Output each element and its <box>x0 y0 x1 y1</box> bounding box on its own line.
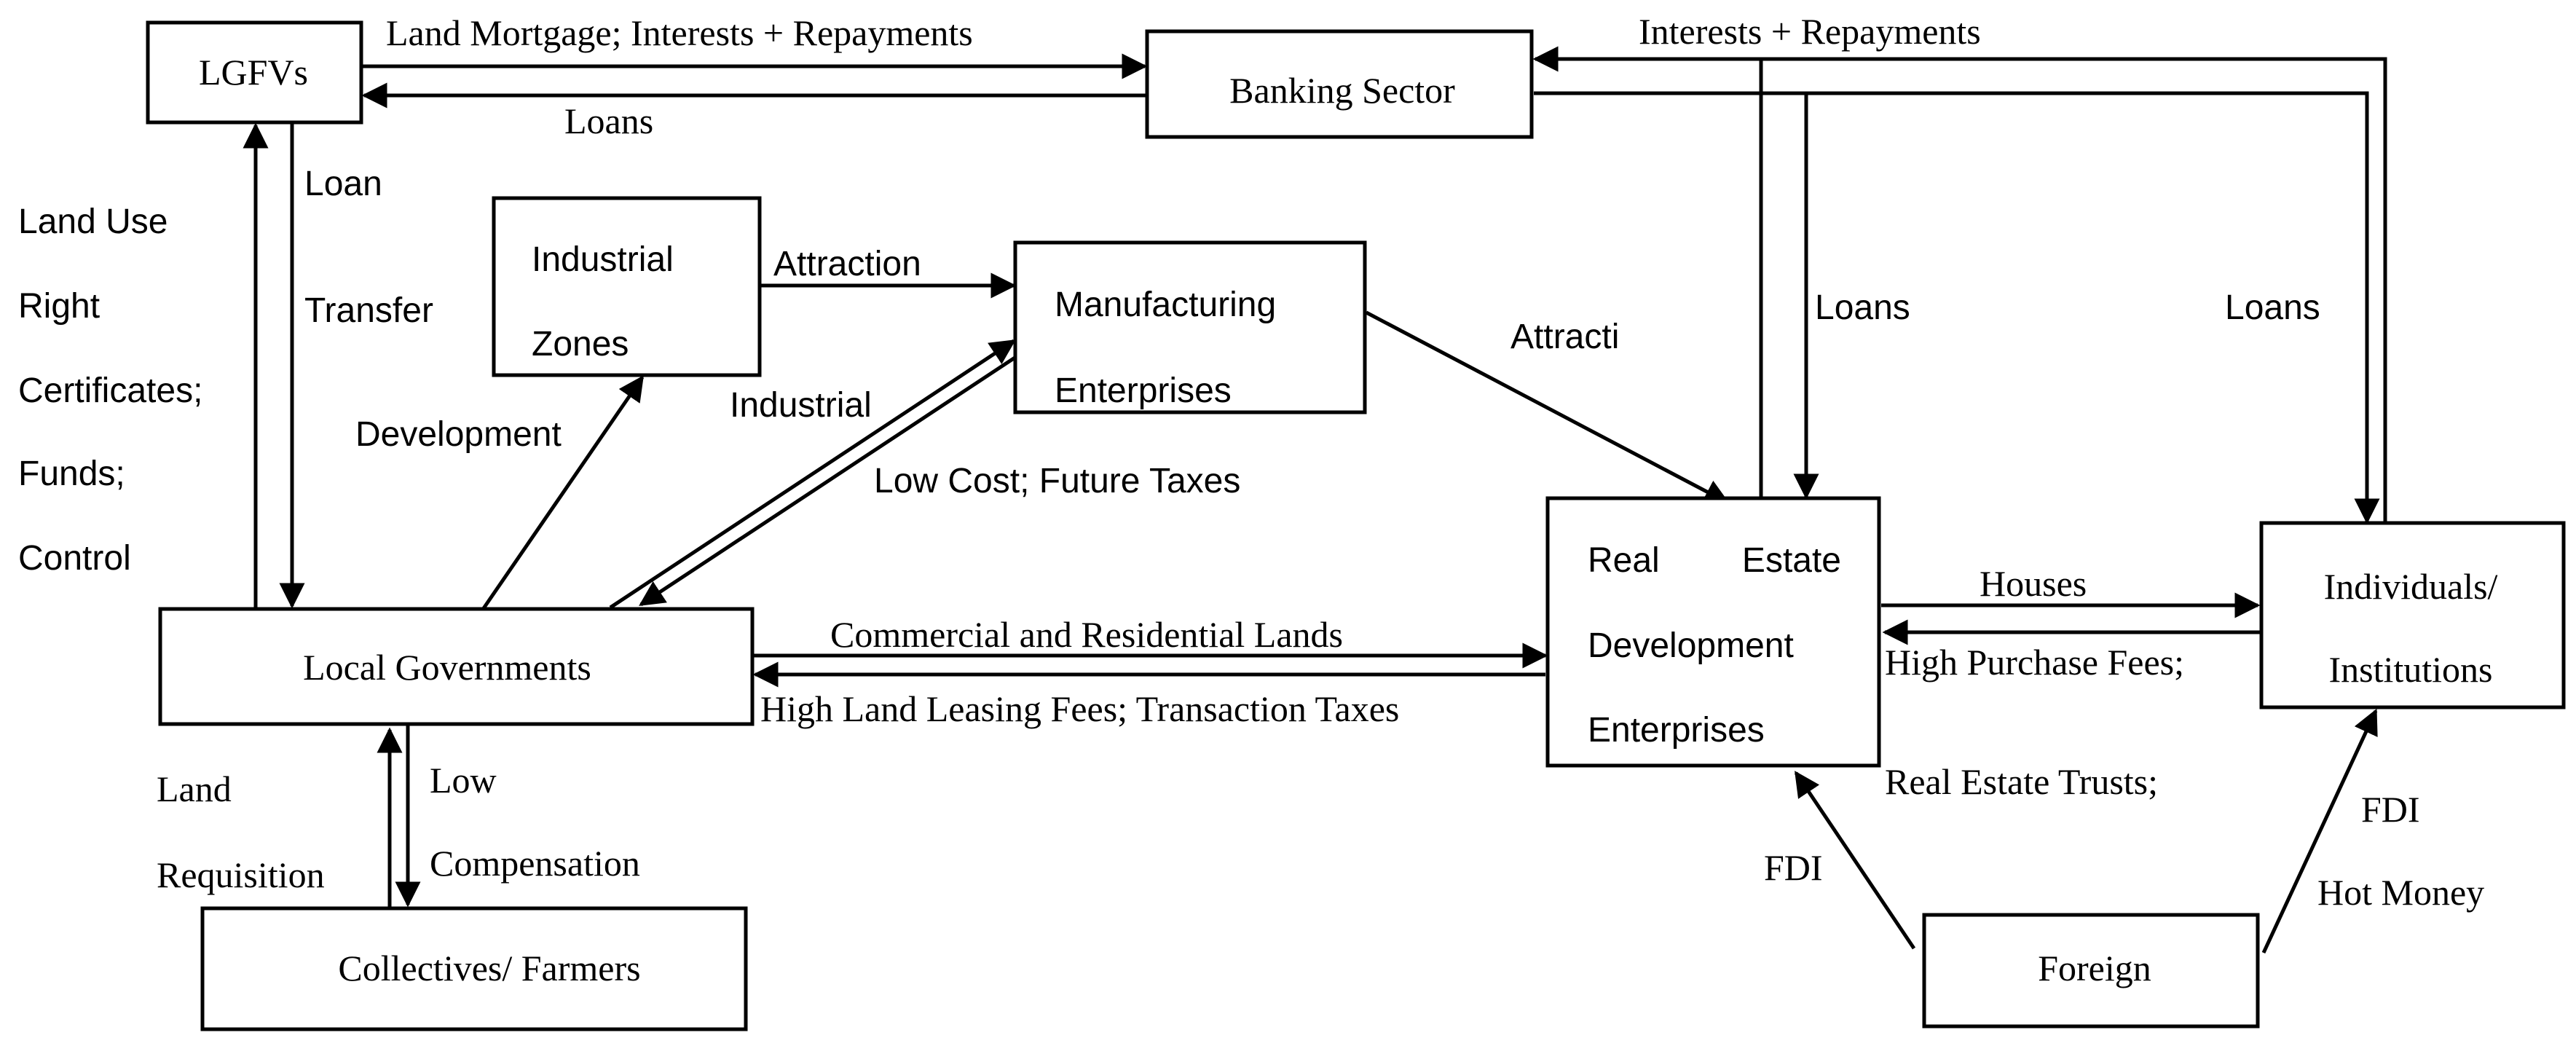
label-certificates: Certificates; <box>18 371 202 410</box>
label-land-use: Land Use <box>18 202 168 241</box>
label-loans-top: Loans <box>564 101 653 141</box>
arrow-localgov-to-zones <box>480 375 645 612</box>
real-estate-label-enterprises: Enterprises <box>1588 711 1765 750</box>
collectives-box <box>200 906 748 1031</box>
local-gov-label: Local Governments <box>303 647 591 688</box>
label-compensation: Compensation <box>430 843 640 884</box>
arrow-manufacturing-to-localgov <box>639 353 1020 607</box>
label-land: Land <box>157 768 232 809</box>
label-loan: Loan <box>304 165 382 203</box>
label-hot-money: Hot Money <box>2317 872 2484 913</box>
individuals-label-2: Institutions <box>2328 649 2492 690</box>
individuals-label-1: Individuals/ <box>2324 566 2498 607</box>
label-real-estate-trusts: Real Estate Trusts; <box>1885 761 2158 802</box>
industrial-zones-label-2: Zones <box>532 325 629 363</box>
label-high-purchase: High Purchase Fees; <box>1885 642 2184 683</box>
manufacturing-label-1: Manufacturing <box>1055 286 1276 324</box>
label-high-land-fees: High Land Leasing Fees; Transaction Taxe… <box>760 688 1399 729</box>
label-transfer: Transfer <box>304 291 433 330</box>
real-estate-label-development: Development <box>1588 626 1794 665</box>
arrow-manufacturing-to-realestate <box>1365 310 1730 505</box>
manufacturing-label-2: Enterprises <box>1055 371 1232 410</box>
real-estate-label-real: Real <box>1588 541 1660 580</box>
industrial-zones-label-1: Industrial <box>532 240 674 279</box>
banking-box <box>1145 29 1534 139</box>
arrow-localgov-to-manufacturing <box>609 339 1016 610</box>
label-funds: Funds; <box>18 455 125 493</box>
collectives-label: Collectives/ Farmers <box>338 948 640 988</box>
arrow-foreign-to-individuals <box>2261 708 2378 954</box>
industrial-zones-box <box>492 196 762 377</box>
label-interests-repayments: Interests + Repayments <box>1639 11 1981 52</box>
manufacturing-box <box>1013 240 1367 414</box>
real-estate-label-estate: Estate <box>1742 541 1841 580</box>
local-gov-box <box>158 607 755 726</box>
label-fdi-right: FDI <box>2361 789 2420 830</box>
label-development: Development <box>355 415 562 454</box>
label-industrial: Industrial <box>730 386 872 425</box>
label-control: Control <box>18 539 131 578</box>
label-commercial-lands: Commercial and Residential Lands <box>830 614 1343 655</box>
label-houses: Houses <box>1980 563 2087 604</box>
lgfvs-label: LGFVs <box>199 52 308 93</box>
label-land-mortgage: Land Mortgage; Interests + Repayments <box>386 12 973 53</box>
label-attracti: Attracti <box>1510 318 1619 356</box>
label-right: Right <box>18 287 100 326</box>
banking-label: Banking Sector <box>1229 70 1455 111</box>
label-fdi-left: FDI <box>1764 847 1823 888</box>
foreign-box <box>1922 913 2260 1029</box>
real-estate-box <box>1545 496 1881 768</box>
label-low-cost: Low Cost; Future Taxes <box>874 462 1240 500</box>
foreign-label: Foreign <box>2038 948 2151 988</box>
label-low: Low <box>430 760 497 801</box>
label-attraction: Attraction <box>773 245 921 283</box>
arrow-banking-to-individuals <box>1534 91 2380 524</box>
label-loans-realestate: Loans <box>1815 288 1910 327</box>
label-requisition: Requisition <box>157 854 325 895</box>
arrow-foreign-to-realestate <box>1794 771 1916 950</box>
individuals-box <box>2259 521 2566 709</box>
lgfvs-box <box>146 20 363 125</box>
label-loans-individuals: Loans <box>2225 288 2320 327</box>
